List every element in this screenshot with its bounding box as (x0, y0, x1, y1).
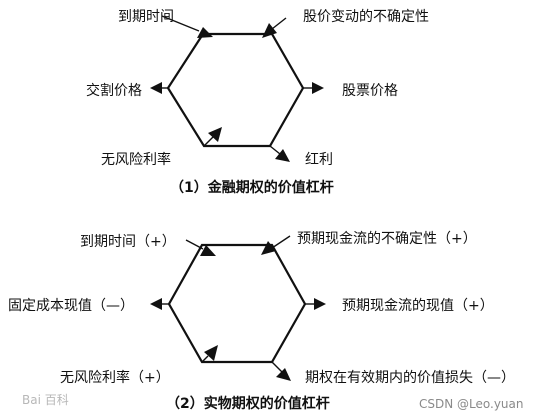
label-bottom-right: 红利 (305, 152, 333, 168)
arrow2-bottom-left (201, 345, 218, 363)
label-top-right: 股价变动的不确定性 (303, 9, 429, 25)
label-mid-left: 交割价格 (86, 82, 142, 99)
arrow2-mid-right (305, 298, 326, 310)
arrow2-bottom-right (271, 361, 291, 381)
label2-bottom-right: 期权在有效期内的价值损失（—） (305, 370, 515, 386)
watermark-baike: Bai 百科 (22, 393, 69, 407)
hexagon-1 (166, 32, 305, 148)
caption-1: （1）金融期权的价值杠杆 (170, 179, 334, 196)
hexagon-2 (167, 243, 307, 364)
label2-mid-left: 固定成本现值（—） (8, 298, 134, 314)
label-top-left: 到期时间 (118, 9, 174, 25)
arrow2-top-left (185, 239, 216, 256)
label2-mid-right: 预期现金流的现值（+） (342, 298, 494, 314)
watermark-csdn: CSDN @Leo.yuan (419, 397, 524, 411)
arrow-bottom-right (269, 145, 290, 162)
caption-2: （2）实物期权的价值杠杆 (166, 395, 330, 412)
arrow2-top-right (261, 235, 291, 255)
arrow2-mid-left (150, 298, 169, 310)
label-bottom-left: 无风险利率 (101, 151, 171, 168)
label2-top-left: 到期时间（+） (80, 234, 176, 250)
arrow-mid-left (150, 82, 168, 94)
arrow-top-right (262, 17, 287, 38)
label2-bottom-left: 无风险利率（+） (60, 369, 170, 386)
financial-option-diagram: 到期时间 股价变动的不确定性 交割价格 股票价格 无风险利率 红利 （1）金融期… (86, 9, 429, 196)
real-option-diagram: 到期时间（+） 预期现金流的不确定性（+） 固定成本现值（—） 预期现金流的现值… (8, 231, 515, 412)
arrow-bottom-left (203, 127, 222, 147)
arrow-top-left (161, 15, 213, 38)
label-mid-right: 股票价格 (342, 83, 398, 99)
label2-top-right: 预期现金流的不确定性（+） (297, 231, 477, 247)
arrow-mid-right (303, 82, 324, 94)
